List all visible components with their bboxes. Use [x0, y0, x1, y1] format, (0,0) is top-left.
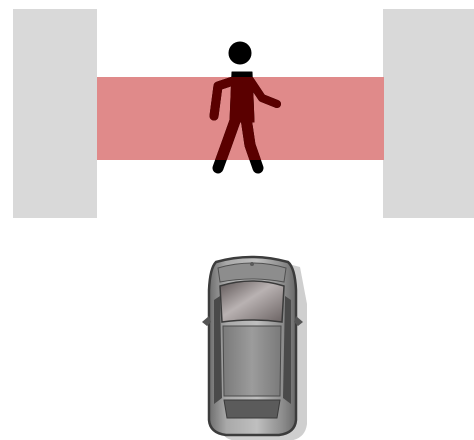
left-sidewalk	[13, 9, 97, 218]
car-top-view-icon	[202, 257, 307, 440]
right-sidewalk	[383, 9, 474, 218]
